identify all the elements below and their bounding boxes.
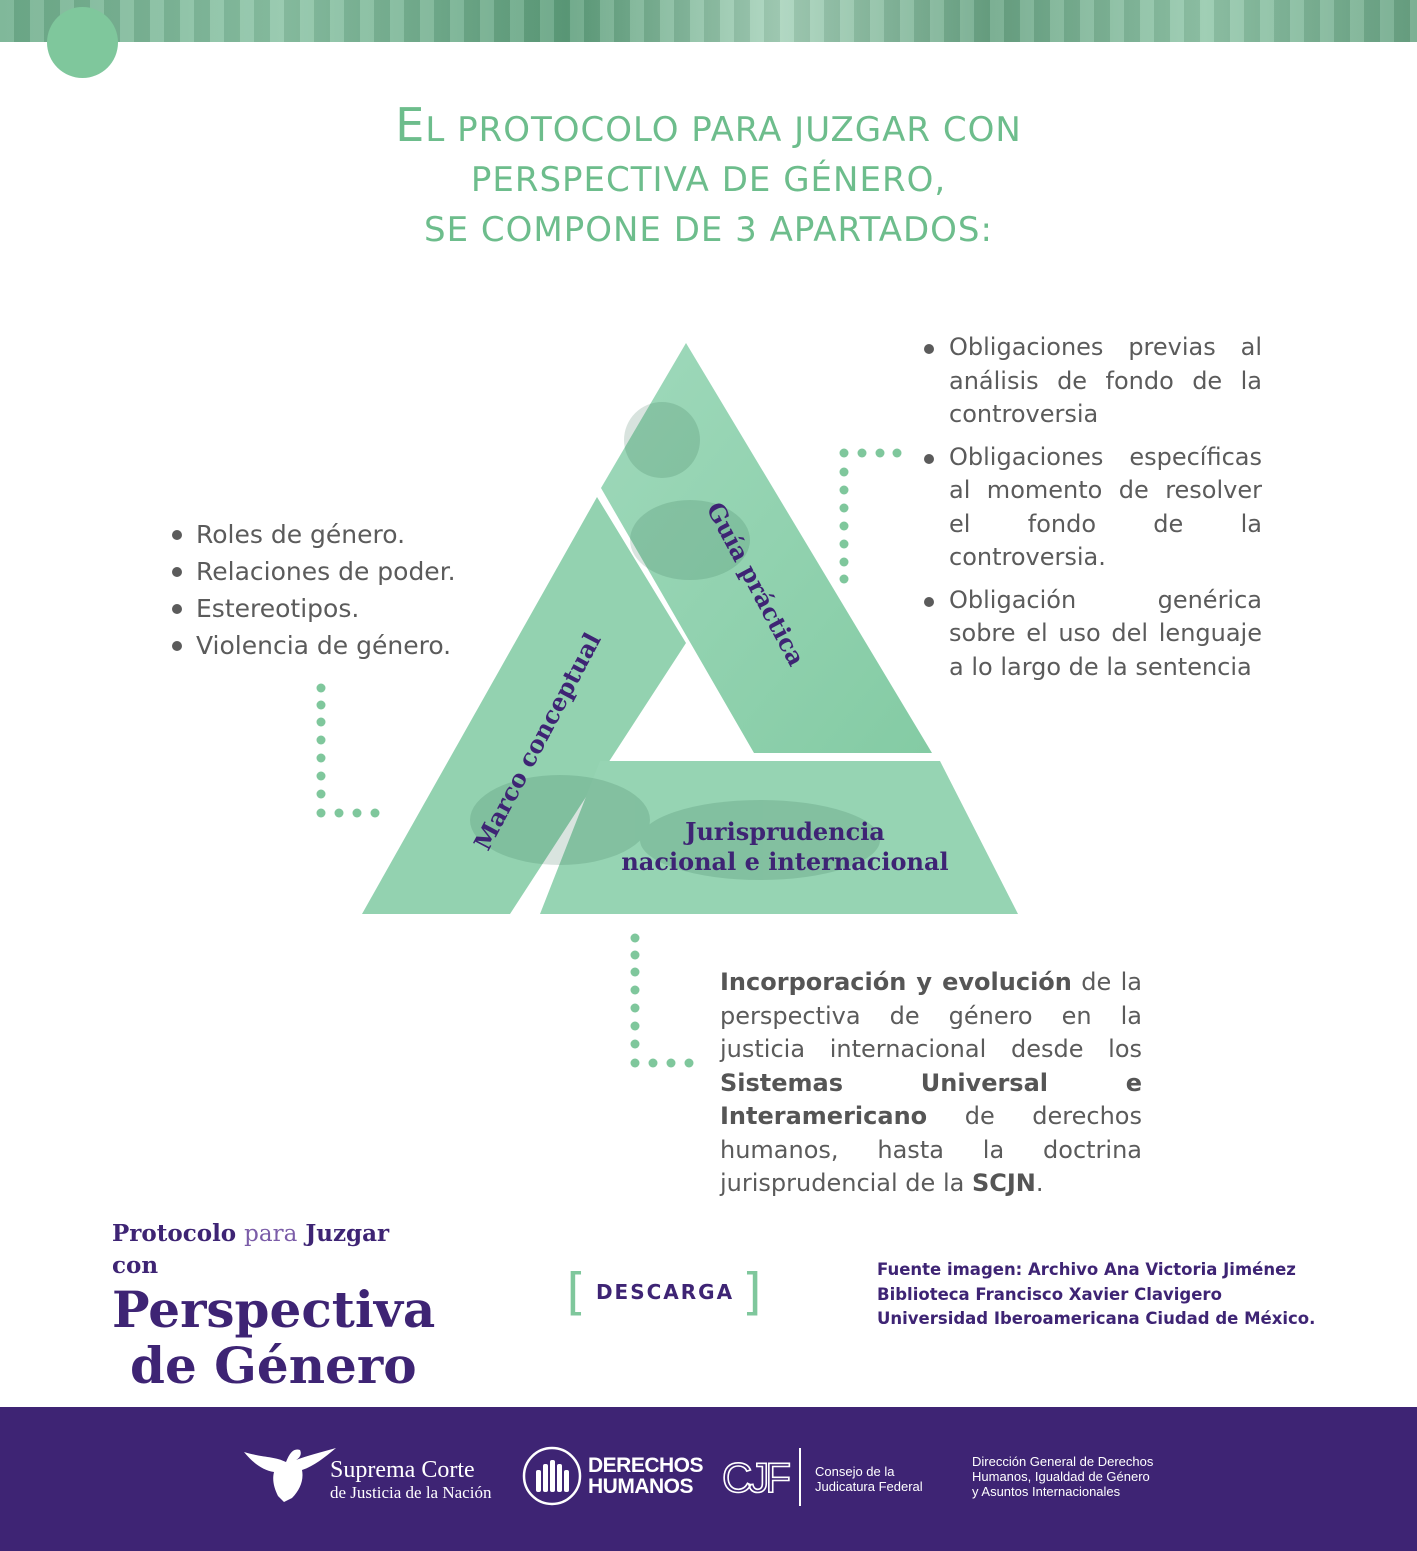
cjf-logo-icon: CJF [722,1448,801,1506]
list-item: Roles de género. [170,516,456,553]
header-photo-band [0,0,1417,42]
bracket-left: [ [566,1263,588,1321]
derechos-humanos-text: DERECHOS HUMANOS [588,1454,704,1498]
dgdh-line: Humanos, Igualdad de Género [972,1469,1150,1484]
download-button[interactable]: [ DESCARGA ] [566,1262,761,1322]
title-line2: PERSPECTIVA DE GÉNERO, [470,160,947,200]
scjn-name: Suprema Corte [330,1457,475,1483]
triangle-diagram: Guía práctica Marco conceptual Jurisprud… [316,343,1018,1068]
page-title: EL PROTOCOLO PARA JUZGAR CON PERSPECTIVA… [200,100,1217,255]
bold-text: SCJN [971,1169,1036,1197]
guia-items-list: Obligaciones previas al análisis de fond… [922,331,1262,693]
guia-practica-segment [601,343,932,753]
bracket-right: ] [742,1263,764,1321]
jurisprudencia-description: Incorporación y evolución de la perspect… [720,966,1142,1201]
marco-items-list: Roles de género. Relaciones de poder. Es… [170,516,456,664]
jurisprudencia-label-2: nacional e internacional [621,847,948,876]
source-line: Universidad Iberoamericana Ciudad de Méx… [877,1309,1316,1328]
text: de derechos humanos, hasta la doctrina j… [720,1102,1142,1197]
guia-connector [839,448,902,584]
dgdh-line: y Asuntos Internacionales [972,1484,1121,1499]
protocolo-logo: Protocolo para Juzgar con Perspectiva de… [112,1218,442,1394]
cjf-line: Consejo de la [815,1464,895,1479]
footer-bar [0,1407,1417,1551]
brand-para: para [244,1221,298,1247]
list-item: Relaciones de poder. [170,553,456,590]
text: . [1035,1169,1044,1197]
list-item: Obligaciones previas al análisis de fond… [922,331,1262,432]
source-line: Fuente imagen: Archivo Ana Victoria Jimé… [877,1260,1296,1279]
decorative-circle [47,7,118,78]
list-item: Obligaciones específicas al momento de r… [922,441,1262,575]
brand-genero: de Género [130,1336,417,1395]
download-label: DESCARGA [595,1280,735,1304]
bold-text: Sistemas Universal e Interamericano [720,1068,1142,1131]
list-item: Violencia de género. [170,627,456,664]
brand-juzgar: Juzgar con [112,1220,390,1279]
dgdh-line: Dirección General de Derechos [972,1454,1154,1469]
photo-texture [470,402,880,880]
jurisprudencia-label-1: Jurisprudencia [683,817,885,846]
marco-connector [316,683,380,818]
scjn-logo-text: Suprema Corte de Justicia de la Nación [330,1458,491,1504]
list-item: Estereotipos. [170,590,456,627]
brand-protocolo: Protocolo [112,1220,237,1247]
bold-text: Incorporación y evolución [720,968,1072,996]
title-initial: E [395,98,426,152]
title-line1: L PROTOCOLO PARA JUZGAR CON [425,110,1022,150]
scjn-subname: de Justicia de la Nación [330,1483,492,1502]
list-item: Obligación genérica sobre el uso del len… [922,584,1262,685]
marco-conceptual-segment [362,497,686,914]
title-line3: SE COMPONE DE 3 APARTADOS: [424,210,993,250]
cjf-line: Judicatura Federal [815,1479,923,1494]
dh-line: HUMANOS [588,1475,694,1498]
brand-perspectiva: Perspectiva [112,1280,436,1339]
jurisprudencia-segment [540,761,1018,914]
scjn-eagle-icon [244,1448,336,1502]
dh-line: DERECHOS [588,1454,704,1477]
derechos-humanos-hands-icon [522,1446,582,1506]
juris-connector [630,933,694,1068]
svg-text:CJF: CJF [722,1454,789,1501]
image-source-credit: Fuente imagen: Archivo Ana Victoria Jimé… [877,1258,1315,1332]
text: de la perspectiva de género en la justic… [720,968,1142,1063]
cjf-logo-text: Consejo de la Judicatura Federal [815,1464,923,1494]
dgdh-logo-text: Dirección General de Derechos Humanos, I… [972,1454,1153,1499]
source-line: Biblioteca Francisco Xavier Clavigero [877,1284,1222,1304]
